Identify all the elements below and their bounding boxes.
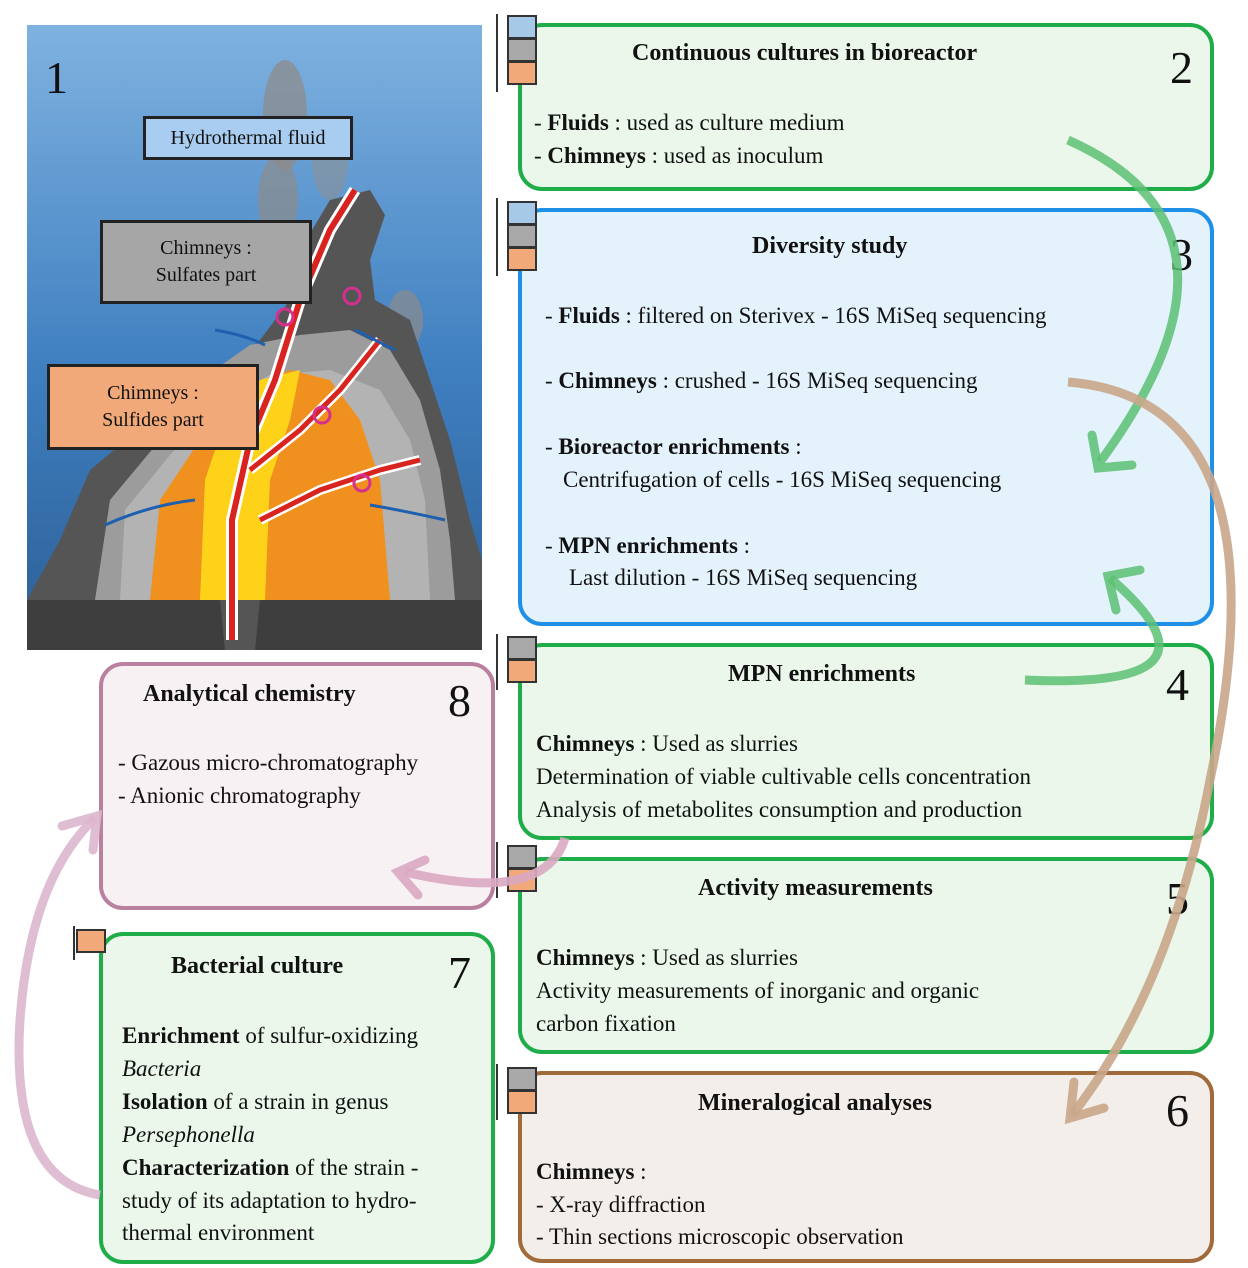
box7-line6: study of its adaptation to hydro- <box>122 1188 417 1213</box>
box7-line2: Bacteria <box>122 1056 202 1081</box>
box5-number: 5 <box>1166 873 1189 924</box>
box3-line4b: Last dilution - 16S MiSeq sequencing <box>569 565 918 590</box>
box8-number: 8 <box>448 675 471 726</box>
box7-sulfides-tag <box>76 929 106 953</box>
box3-line1: - Fluids : filtered on Sterivex - 16S Mi… <box>545 303 1047 328</box>
box3-fluid-tag <box>507 201 537 225</box>
box4-line1: Chimneys : Used as slurries <box>536 731 798 756</box>
hydrothermal-fluid-label: Hydrothermal fluid <box>143 116 353 160</box>
box8-line1: - Gazous micro-chromatography <box>118 750 419 775</box>
box4-number: 4 <box>1166 659 1189 710</box>
box5-sulfides-tag <box>507 868 537 892</box>
box4-sulfates-tag <box>507 636 537 660</box>
sulfides-line1: Chimneys : <box>107 382 199 404</box>
box3-title: Diversity study <box>752 233 908 259</box>
box6-line2: - X-ray diffraction <box>536 1192 706 1217</box>
box5-line2: Activity measurements of inorganic and o… <box>536 978 980 1003</box>
box6-tag-pole <box>496 1064 498 1120</box>
box3-line3: - Bioreactor enrichments : <box>545 434 802 459</box>
fluid-label-text: Hydrothermal fluid <box>170 126 326 149</box>
sulfides-label: Chimneys : Sulfides part <box>47 364 259 450</box>
box8-line2: - Anionic chromatography <box>118 783 361 808</box>
box7-line5: Characterization of the strain - <box>122 1155 419 1180</box>
box8-title: Analytical chemistry <box>143 681 356 707</box>
box5-line3: carbon fixation <box>536 1011 676 1036</box>
box2-title: Continuous cultures in bioreactor <box>632 40 978 66</box>
box6-title: Mineralogical analyses <box>698 1090 932 1116</box>
box7-tag-pole <box>73 926 75 960</box>
box5-tag-pole <box>496 842 498 898</box>
box2-number: 2 <box>1170 42 1193 93</box>
box2-line2: - Chimneys : used as inoculum <box>534 143 824 168</box>
box4-title: MPN enrichments <box>728 661 916 687</box>
box7-number: 7 <box>448 947 471 998</box>
box3-sulfides-tag <box>507 247 537 271</box>
box6-number: 6 <box>1166 1085 1189 1136</box>
box-bacterial-culture <box>99 932 495 1264</box>
box5-sulfates-tag <box>507 845 537 869</box>
box5-line1: Chimneys : Used as slurries <box>536 945 798 970</box>
box7-line7: thermal environment <box>122 1220 315 1245</box>
box3-tag-pole <box>496 198 498 276</box>
box3-number: 3 <box>1170 229 1193 280</box>
box4-tag-pole <box>496 634 498 690</box>
box6-line3: - Thin sections microscopic observation <box>536 1224 904 1249</box>
box2-fluid-tag <box>507 15 537 39</box>
box6-sulfates-tag <box>507 1067 537 1091</box>
box3-sulfates-tag <box>507 224 537 248</box>
sulfates-line1: Chimneys : <box>160 237 252 259</box>
sulfates-line2: Sulfates part <box>155 264 257 286</box>
box6-sulfides-tag <box>507 1090 537 1114</box>
box7-title: Bacterial culture <box>171 953 344 979</box>
box3-line3b: Centrifugation of cells - 16S MiSeq sequ… <box>563 467 1002 492</box>
box7-line3: Isolation of a strain in genus <box>122 1089 389 1114</box>
box2-tag-pole <box>496 14 498 92</box>
box6-line1: Chimneys : <box>536 1159 647 1184</box>
box2-line1: - Fluids : used as culture medium <box>534 110 845 135</box>
box4-line3: Analysis of metabolites consumption and … <box>536 797 1023 822</box>
box3-line4: - MPN enrichments : <box>545 533 751 558</box>
sulfates-label: Chimneys : Sulfates part <box>100 220 312 304</box>
illustration-number: 1 <box>45 52 68 103</box>
box7-line1: Enrichment of sulfur-oxidizing <box>122 1023 418 1048</box>
box7-line4: Persephonella <box>122 1122 255 1147</box>
box2-sulfides-tag <box>507 61 537 85</box>
sulfides-line2: Sulfides part <box>102 409 204 431</box>
box5-title: Activity measurements <box>698 875 933 901</box>
box3-line2: - Chimneys : crushed - 16S MiSeq sequenc… <box>545 368 978 393</box>
box4-sulfides-tag <box>507 659 537 683</box>
box2-sulfates-tag <box>507 38 537 62</box>
box4-line2: Determination of viable cultivable cells… <box>536 764 1031 789</box>
